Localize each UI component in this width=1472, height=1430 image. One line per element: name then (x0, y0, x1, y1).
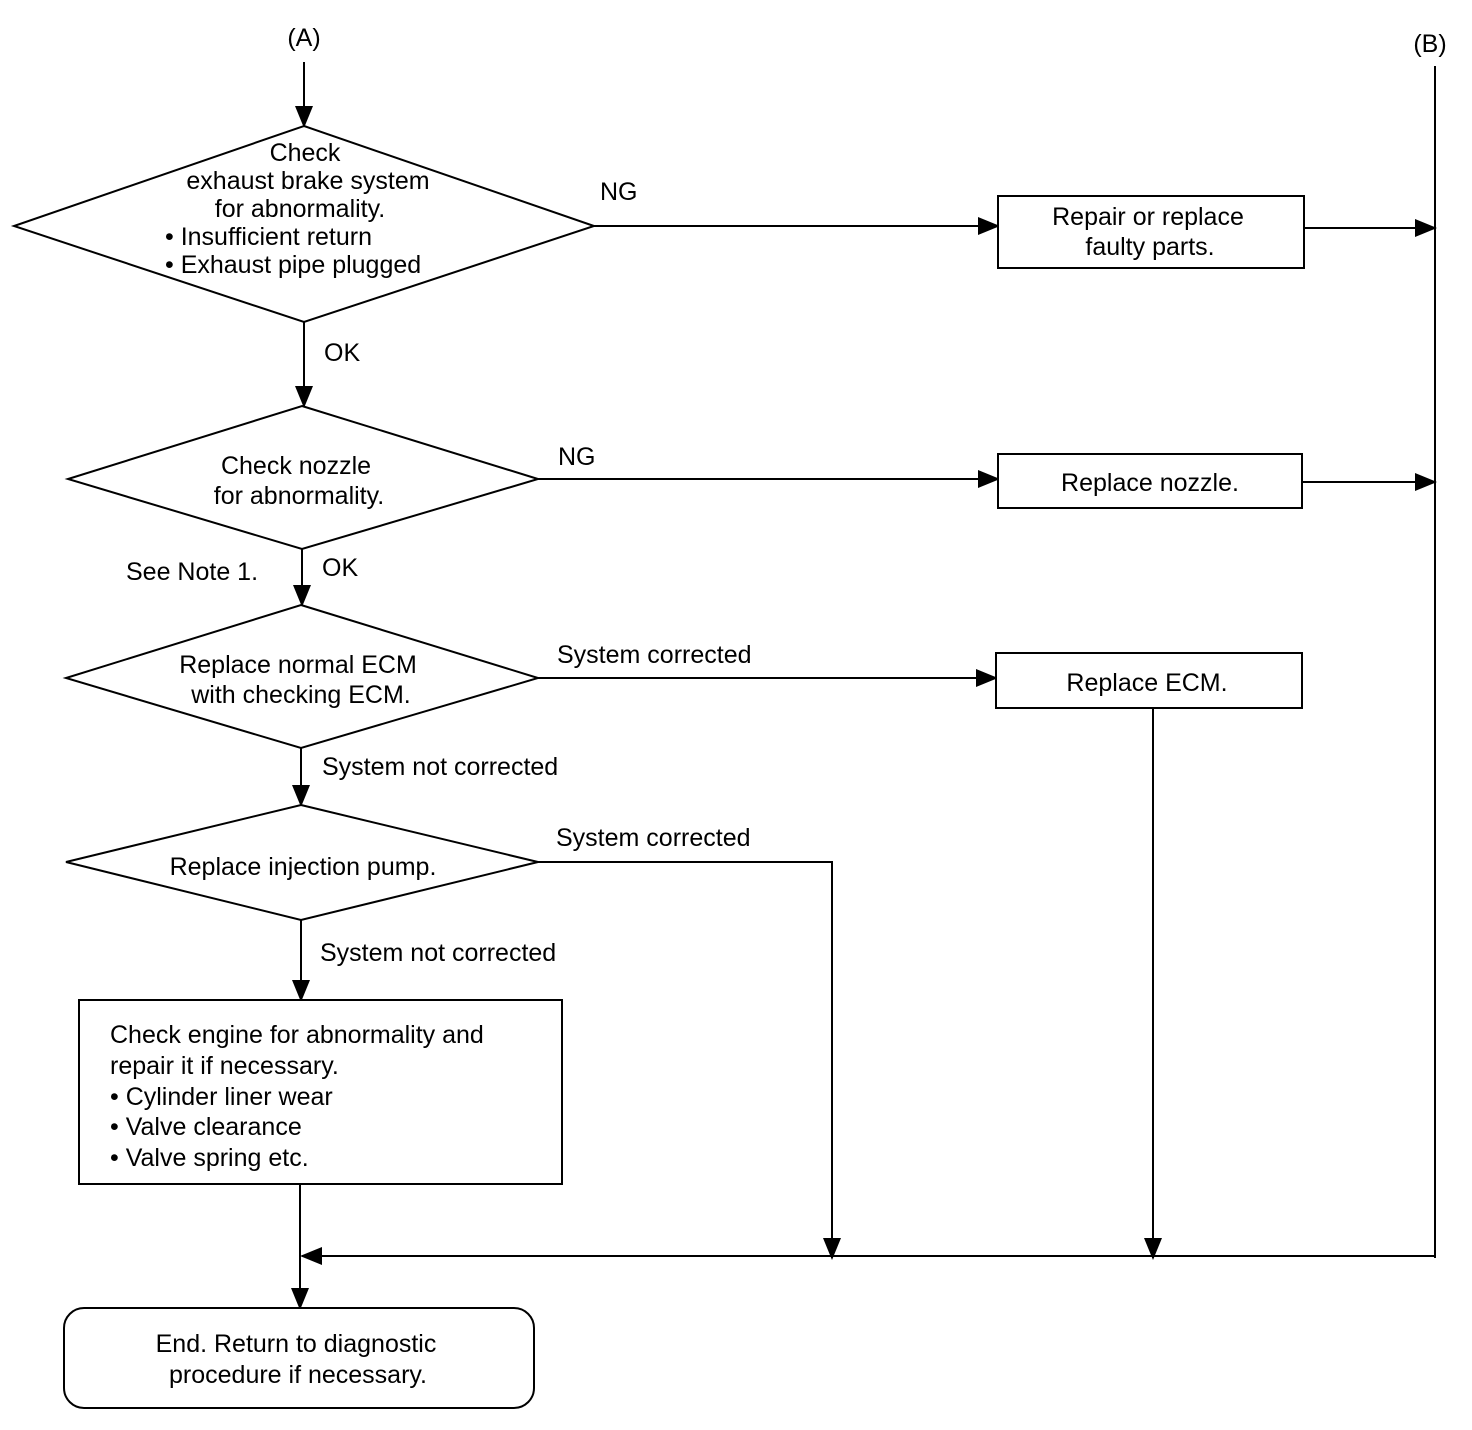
decision-exhaust-brake-line-5: • Exhaust pipe plugged (165, 251, 421, 279)
action-check-engine-line-3: • Cylinder liner wear (110, 1083, 333, 1111)
edge-label-pump-corrected: System corrected (556, 824, 751, 852)
action-repair-parts: Repair or replace faulty parts. (997, 195, 1305, 269)
decision-ecm-line-1: Replace normal ECM (179, 651, 417, 679)
decision-ecm-line-2: with checking ECM. (190, 681, 411, 709)
decision-exhaust-brake: Check exhaust brake system for abnormali… (10, 124, 598, 324)
action-replace-nozzle-line-1: Replace nozzle. (1061, 469, 1239, 497)
action-repair-parts-line-1: Repair or replace (1052, 203, 1244, 231)
decision-exhaust-brake-line-2: exhaust brake system (186, 167, 429, 195)
edge-label-note: See Note 1. (126, 558, 258, 586)
terminal-end-line-2: procedure if necessary. (169, 1361, 427, 1389)
action-replace-nozzle: Replace nozzle. (997, 453, 1303, 509)
edge-label-ng-nozzle: NG (558, 443, 596, 471)
decision-injection-pump-line-1: Replace injection pump. (170, 853, 437, 881)
decision-nozzle-line-1: Check nozzle (221, 452, 371, 480)
edge-label-ecm-not-corrected: System not corrected (322, 753, 558, 781)
connector-b-label: (B) (1413, 30, 1446, 58)
decision-exhaust-brake-line-3: for abnormality. (215, 195, 385, 223)
decision-injection-pump: Replace injection pump. (65, 803, 539, 922)
edge-label-ecm-corrected: System corrected (557, 641, 752, 669)
flow-arrow-pump-corrected (538, 861, 841, 1260)
terminal-end-line-1: End. Return to diagnostic (156, 1330, 437, 1358)
edge-label-ok-exhaust: OK (324, 339, 360, 367)
decision-nozzle: Check nozzle for abnormality. (64, 404, 542, 551)
decision-exhaust-brake-line-1: Check (270, 139, 341, 167)
edge-label-pump-not-corrected: System not corrected (320, 939, 556, 967)
connector-a-label: (A) (287, 24, 320, 52)
decision-nozzle-line-2: for abnormality. (214, 482, 384, 510)
edge-label-ok-nozzle: OK (322, 554, 358, 582)
decision-ecm: Replace normal ECM with checking ECM. (62, 603, 542, 750)
action-check-engine: Check engine for abnormality and repair … (78, 999, 563, 1185)
decision-exhaust-brake-line-4: • Insufficient return (165, 223, 372, 251)
action-repair-parts-line-2: faulty parts. (1085, 233, 1214, 261)
action-check-engine-line-5: • Valve spring etc. (110, 1144, 309, 1172)
edge-label-ng-exhaust: NG (600, 178, 638, 206)
action-check-engine-line-2: repair it if necessary. (110, 1052, 339, 1080)
action-replace-ecm-line-1: Replace ECM. (1066, 669, 1227, 697)
action-check-engine-line-4: • Valve clearance (110, 1113, 302, 1141)
action-replace-ecm: Replace ECM. (995, 652, 1303, 709)
action-check-engine-line-1: Check engine for abnormality and (110, 1021, 484, 1049)
terminal-end: End. Return to diagnostic procedure if n… (63, 1307, 535, 1409)
